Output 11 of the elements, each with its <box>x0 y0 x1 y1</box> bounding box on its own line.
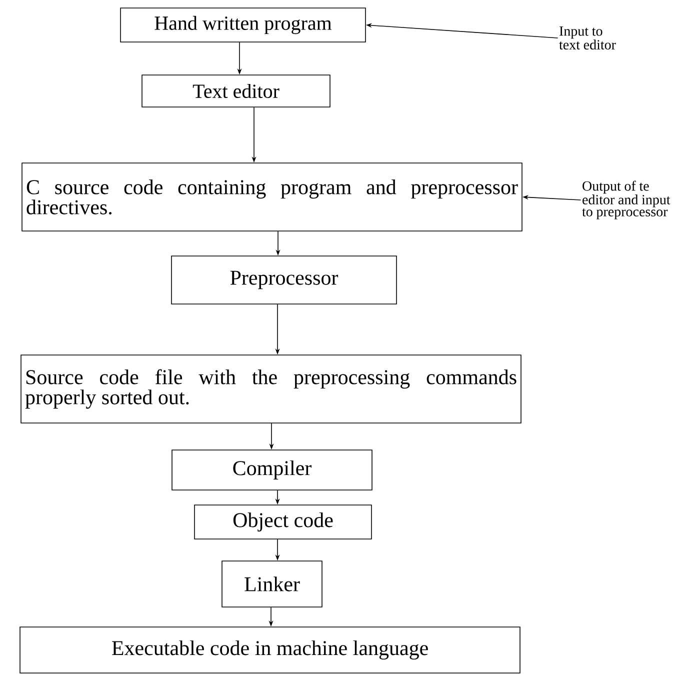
process-box: Preprocessor <box>171 256 397 304</box>
annotation-text: Output of te editor and input to preprocessor <box>582 180 670 220</box>
process-box: Object code <box>194 504 372 540</box>
process-box: Source code file with the preprocessing commands properly sorted out. <box>20 354 522 424</box>
process-box: Text editor <box>142 74 330 108</box>
annotation-text: Input to text editor <box>559 26 616 50</box>
process-box: Linker <box>222 560 322 608</box>
process-box: Hand written program <box>120 8 366 42</box>
process-box: Executable code in machine language <box>20 626 520 674</box>
process-box: C source code containing program and preprocessor directives. <box>22 162 522 232</box>
process-box: Compiler <box>172 450 372 490</box>
